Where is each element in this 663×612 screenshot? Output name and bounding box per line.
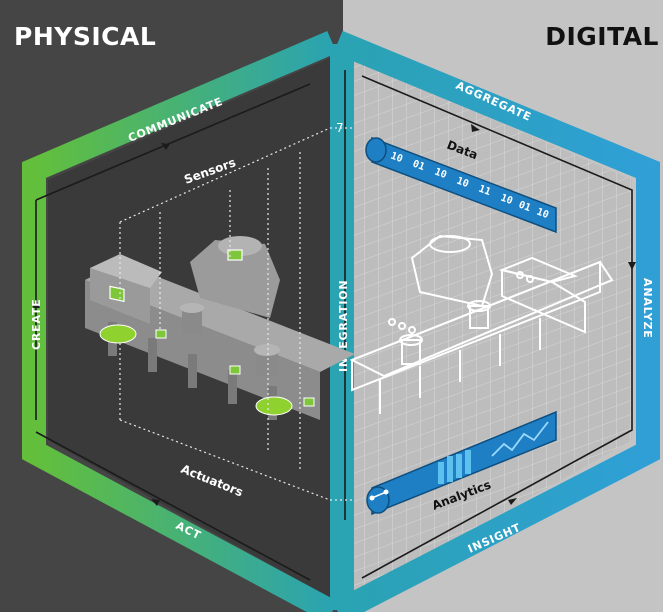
- data-bits: 10 01 10 10 11 10 01 10: [389, 151, 550, 222]
- data-bit: 10: [499, 193, 514, 208]
- data-bit: 01: [411, 159, 426, 174]
- data-stream: 10 01 10 10 11 10 01 10: [365, 136, 557, 234]
- actuator-pill-2: [255, 396, 293, 416]
- data-bit: 10: [535, 207, 550, 222]
- digital-heading: DIGITAL: [545, 22, 659, 51]
- digital-hex-band: [332, 30, 660, 612]
- integration-step-number: 7: [336, 121, 344, 135]
- digital-machine: [349, 234, 614, 414]
- label-create: CREATE: [30, 298, 43, 350]
- actuator-pill-1: [99, 324, 137, 344]
- data-bit: 10: [389, 151, 404, 166]
- arrowheads: [32, 124, 636, 506]
- integration-band: [330, 44, 354, 610]
- data-bit: 10: [433, 167, 448, 182]
- flow-arrows: [35, 70, 633, 581]
- physical-machine: [85, 236, 355, 420]
- physical-heading: PHYSICAL: [14, 22, 157, 51]
- data-bit: 11: [477, 184, 492, 199]
- projection-lines: [119, 127, 352, 501]
- digital-grid: [352, 58, 632, 598]
- data-bit: 10: [455, 176, 470, 191]
- analytics-stream: [366, 410, 557, 516]
- label-analyze: ANALYZE: [641, 278, 654, 339]
- data-bit: 01: [517, 200, 532, 215]
- physical-hex-band: [22, 30, 338, 612]
